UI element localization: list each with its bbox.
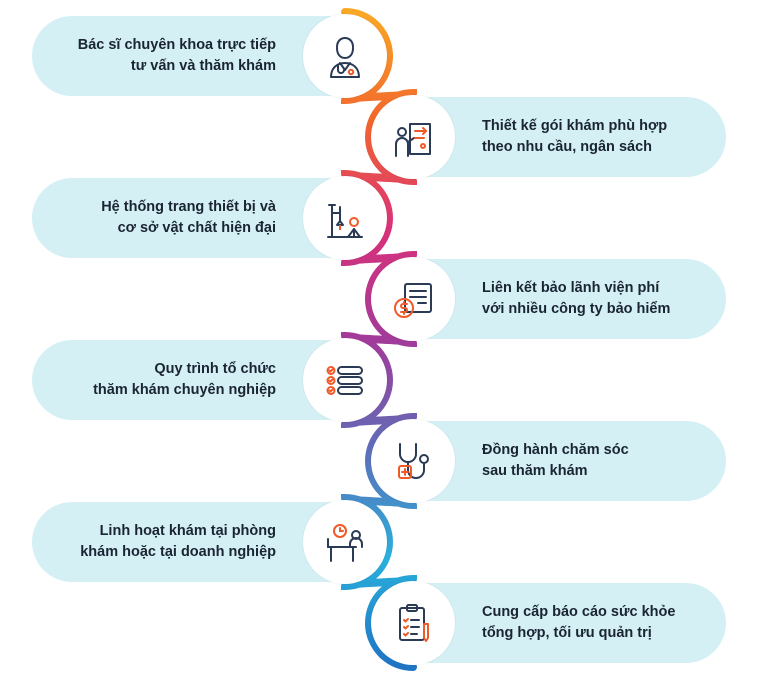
- feature-text-line: Cung cấp báo cáo sức khỏe: [482, 603, 676, 620]
- feature-node-insurance-guarantee: [371, 257, 455, 341]
- feature-text: Linh hoạt khám tại phòng khám hoặc tại do…: [80, 521, 276, 563]
- feature-text-line: cơ sở vật chất hiện đại: [117, 220, 276, 236]
- feature-node-professional-process: [303, 338, 387, 422]
- feature-text-line: tổng hợp, tối ưu quản trị: [482, 625, 652, 641]
- clipboard-report-icon: [399, 604, 429, 642]
- feature-text: Thiết kế gói khám phù hợp theo nhu cầu, n…: [482, 116, 667, 158]
- feature-text-line: Bác sĩ chuyên khoa trực tiếp: [77, 36, 276, 53]
- invoice-dollar-icon: [394, 283, 432, 318]
- feature-text-line: khám hoặc tại doanh nghiệp: [80, 544, 276, 560]
- checklist-icon: [326, 366, 363, 395]
- feature-text: Quy trình tổ chức thăm khám chuyên nghiệp: [93, 359, 276, 401]
- feature-text: Hệ thống trang thiết bị và cơ sở vật chất…: [101, 197, 276, 239]
- feature-text-line: Thiết kế gói khám phù hợp: [482, 117, 668, 134]
- feature-node-flexible-location: [303, 500, 387, 584]
- feature-text-line: với nhiều công ty bảo hiểm: [482, 301, 671, 317]
- feature-text-line: Hệ thống trang thiết bị và: [101, 198, 276, 215]
- stethoscope-icon: [398, 443, 429, 479]
- feature-text: Bác sĩ chuyên khoa trực tiếp tư vấn và th…: [78, 35, 276, 77]
- feature-text-line: Đồng hành chăm sóc: [482, 441, 629, 458]
- feature-text-line: Linh hoạt khám tại phòng: [99, 522, 276, 539]
- microscope-icon: [327, 204, 363, 238]
- feature-node-custom-package: [371, 95, 455, 179]
- feature-text-line: tư vấn và thăm khám: [130, 58, 276, 74]
- feature-node-after-care: [371, 419, 455, 503]
- presentation-person-icon: [395, 123, 431, 157]
- feature-node-modern-equipment: [303, 176, 387, 260]
- feature-node-health-report: [371, 581, 455, 665]
- doctor-icon: [330, 37, 360, 78]
- feature-text: Đồng hành chăm sóc sau thăm khám: [482, 440, 629, 482]
- feature-text-line: Liên kết bảo lãnh viện phí: [482, 279, 660, 296]
- feature-text-line: Quy trình tổ chức: [154, 360, 276, 377]
- feature-text-line: thăm khám chuyên nghiệp: [93, 382, 276, 398]
- feature-text: Liên kết bảo lãnh viện phí với nhiều công…: [482, 278, 670, 320]
- feature-node-specialist-doctor: [303, 14, 387, 98]
- feature-text: Cung cấp báo cáo sức khỏe tổng hợp, tối ư…: [482, 602, 675, 644]
- feature-text-line: theo nhu cầu, ngân sách: [482, 139, 652, 155]
- feature-card-custom-package: Thiết kế gói khám phù hợp theo nhu cầu, n…: [386, 97, 726, 177]
- desk-clock-icon: [327, 524, 363, 562]
- feature-text-line: sau thăm khám: [482, 463, 588, 479]
